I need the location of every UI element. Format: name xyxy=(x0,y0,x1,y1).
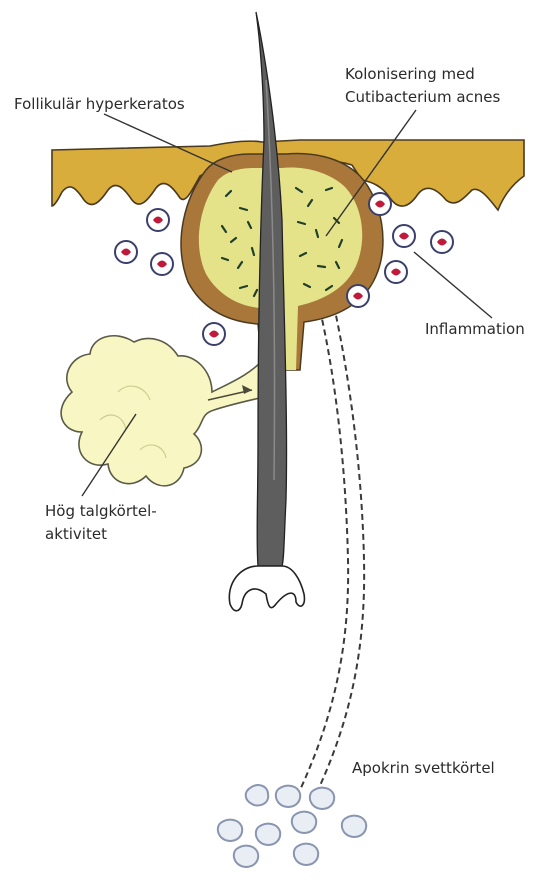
inflammatory-cell xyxy=(369,193,391,215)
inflammatory-cell xyxy=(151,253,173,275)
sweat-gland-lobule xyxy=(294,844,318,865)
apocrine-sweat-gland xyxy=(218,785,366,867)
label-colonization-line1: Kolonisering med xyxy=(345,63,475,85)
label-colonization-line2: Cutibacterium acnes xyxy=(345,86,500,108)
label-sebaceous-line2: aktivitet xyxy=(45,523,107,545)
label-sweat-gland: Apokrin svettkörtel xyxy=(352,757,495,779)
sweat-gland-lobule xyxy=(342,816,366,837)
label-inflammation: Inflammation xyxy=(425,318,525,340)
bacterium xyxy=(318,266,325,267)
hair-shaft xyxy=(256,12,287,566)
inflammatory-cell xyxy=(203,323,225,345)
sebaceous-gland xyxy=(61,336,268,486)
sweat-duct-left xyxy=(300,310,348,790)
label-sebaceous-line1: Hög talgkörtel- xyxy=(45,500,157,522)
sweat-gland-lobule xyxy=(276,786,300,807)
inflammatory-cell xyxy=(385,261,407,283)
sweat-gland-lobule xyxy=(234,846,258,867)
sweat-gland-lobule xyxy=(256,824,280,845)
inflammatory-cell xyxy=(431,231,453,253)
leader-line-inflammation xyxy=(414,252,492,318)
hair-bulb xyxy=(229,566,304,611)
sweat-gland-lobule xyxy=(310,788,334,809)
inflammatory-cell xyxy=(115,241,137,263)
sweat-gland-lobule xyxy=(246,785,268,805)
sweat-gland-lobule xyxy=(292,812,316,833)
sweat-duct-right xyxy=(318,306,364,790)
inflammatory-cell xyxy=(393,225,415,247)
inflammatory-cell xyxy=(147,209,169,231)
inflammatory-cell xyxy=(347,285,369,307)
label-hyperkeratosis: Follikulär hyperkeratos xyxy=(14,93,185,115)
sweat-gland-lobule xyxy=(218,820,242,841)
